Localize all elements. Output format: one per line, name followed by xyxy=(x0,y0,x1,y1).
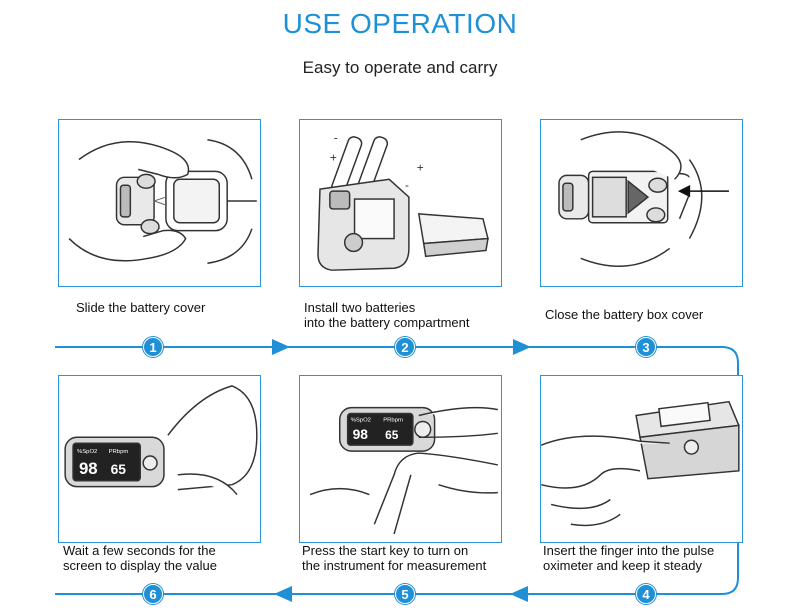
battery-install-icon: - + + - xyxy=(317,131,489,271)
step-2-caption: Install two batteries into the battery c… xyxy=(304,300,469,330)
oximeter-display-icon: %SpO2 PRbpm 98 65 xyxy=(64,385,258,496)
spo2-value: 98 xyxy=(353,426,369,442)
step-4-caption-line-2: oximeter and keep it steady xyxy=(543,558,702,573)
step-3-caption: Close the battery box cover xyxy=(545,307,703,322)
step-6-caption-line-2: screen to display the value xyxy=(63,558,217,573)
step-5-caption: Press the start key to turn on the instr… xyxy=(302,543,486,573)
start-key-press-icon: %SpO2 PRbpm 98 65 xyxy=(309,406,498,535)
step-5-caption-line-1: Press the start key to turn on xyxy=(302,543,469,558)
step-badge-2: 2 xyxy=(395,337,415,357)
arrow-right-icon xyxy=(272,339,290,355)
step-badge-6: 6 xyxy=(143,584,163,604)
pr-label: PRbpm xyxy=(109,449,129,455)
battery-plus-label: + xyxy=(330,151,337,165)
step-badge-5: 5 xyxy=(395,584,415,604)
step-4-caption: Insert the finger into the pulse oximete… xyxy=(543,543,714,573)
battery-minus-label: - xyxy=(334,131,338,145)
step-5-illustration: %SpO2 PRbpm 98 65 xyxy=(299,375,502,543)
arrow-left-icon xyxy=(274,586,292,602)
step-badge-3: 3 xyxy=(636,337,656,357)
pr-value: 65 xyxy=(111,461,127,477)
step-3-illustration xyxy=(540,119,743,287)
step-3-caption-line-1: Close the battery box cover xyxy=(545,307,704,322)
page-title: USE OPERATION xyxy=(282,8,518,39)
slide-cover-icon xyxy=(68,139,257,265)
step-1-illustration xyxy=(58,119,261,287)
step-1-caption: Slide the battery cover xyxy=(76,300,205,315)
spo2-label: %SpO2 xyxy=(351,417,371,423)
arrow-right-icon xyxy=(513,339,531,355)
spo2-value: 98 xyxy=(79,459,98,478)
finger-insert-icon xyxy=(541,400,740,527)
step-2-caption-line-2: into the battery compartment xyxy=(304,315,470,330)
step-6-illustration: %SpO2 PRbpm 98 65 xyxy=(58,375,261,543)
step-6-caption: Wait a few seconds for the screen to dis… xyxy=(63,543,217,573)
battery-minus-label: - xyxy=(405,178,409,192)
step-6-caption-line-1: Wait a few seconds for the xyxy=(63,543,216,558)
pr-label: PRbpm xyxy=(383,417,403,423)
step-badge-1: 1 xyxy=(143,337,163,357)
step-1-caption-line-1: Slide the battery cover xyxy=(76,300,206,315)
step-4-illustration xyxy=(540,375,743,543)
spo2-label: %SpO2 xyxy=(77,449,97,455)
pr-value: 65 xyxy=(385,428,399,442)
close-cover-icon xyxy=(558,131,729,267)
battery-plus-label: + xyxy=(417,160,424,174)
step-badge-4: 4 xyxy=(636,584,656,604)
page-subtitle: Easy to operate and carry xyxy=(302,58,498,77)
step-2-illustration: - + + - xyxy=(299,119,502,287)
arrow-left-icon xyxy=(510,586,528,602)
step-2-caption-line-1: Install two batteries xyxy=(304,300,416,315)
step-4-caption-line-1: Insert the finger into the pulse xyxy=(543,543,715,558)
step-5-caption-line-2: the instrument for measurement xyxy=(302,558,487,573)
